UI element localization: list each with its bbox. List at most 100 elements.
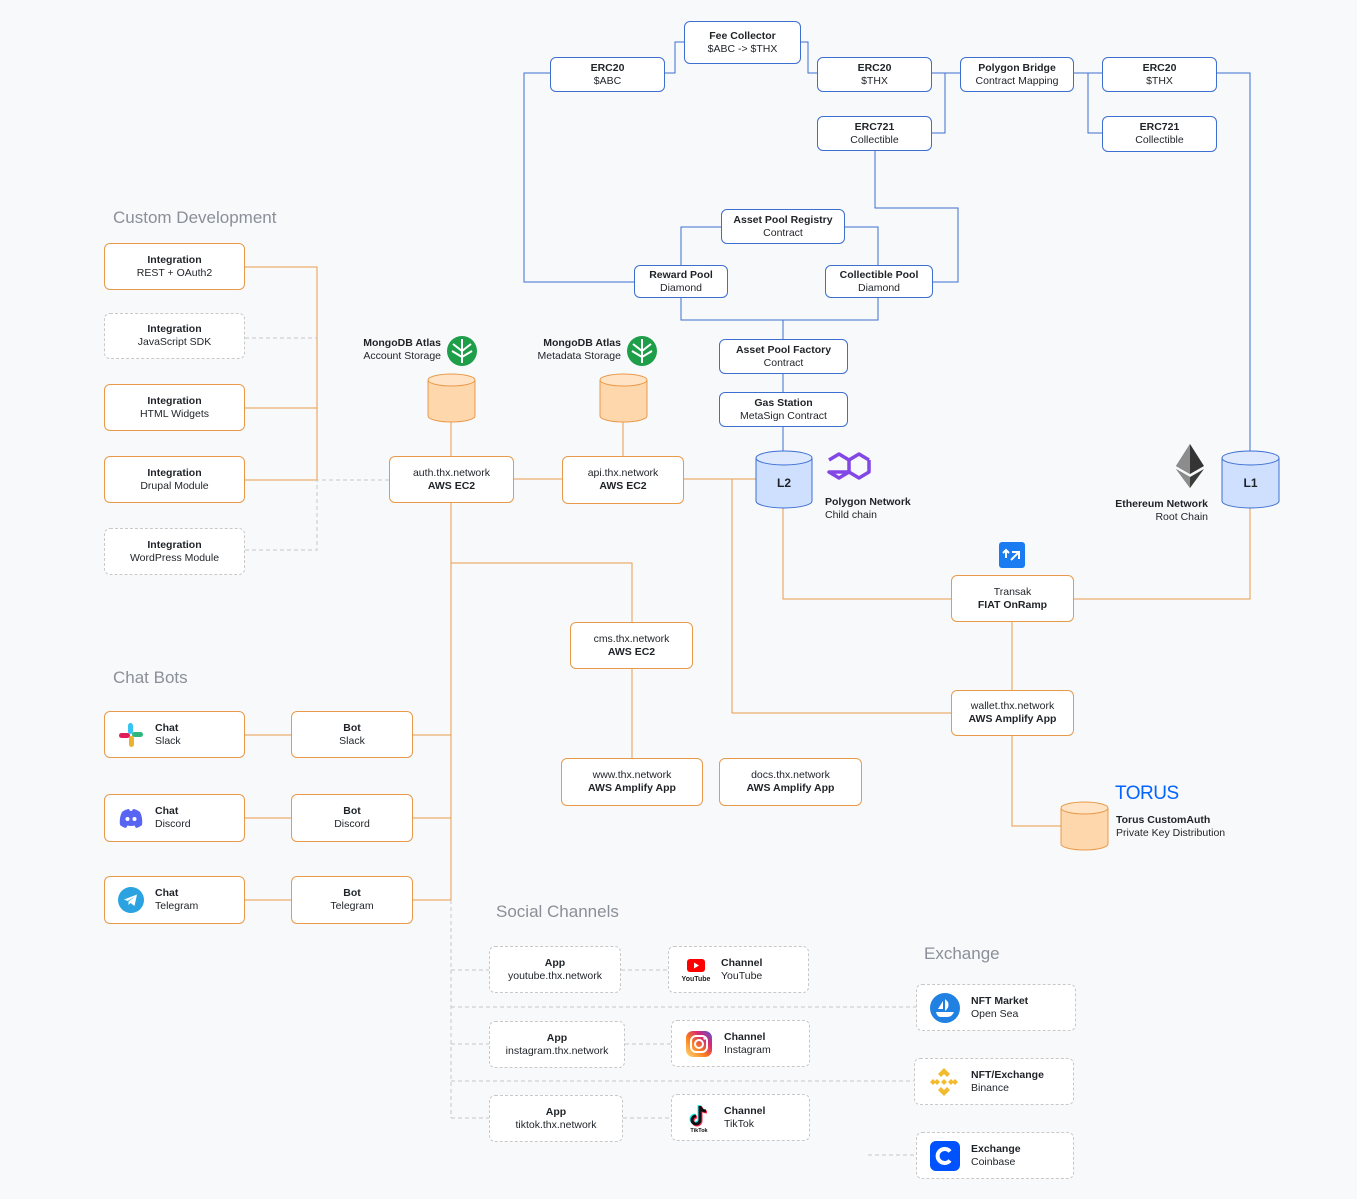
- server-type: AWS EC2: [607, 645, 656, 658]
- transak-icon: [999, 542, 1025, 568]
- server-type: AWS Amplify App: [746, 782, 835, 794]
- bot-telegram[interactable]: Bot Telegram: [291, 876, 413, 924]
- integration-rest-oauth2[interactable]: Integration REST + OAuth2: [104, 243, 245, 290]
- server-host: cms.thx.network: [593, 632, 670, 645]
- asset-pool-factory-contract[interactable]: Asset Pool Factory Contract: [719, 339, 848, 374]
- slack-icon: [119, 722, 143, 747]
- box-subtitle: Contract: [763, 226, 803, 239]
- box-title: Asset Pool Registry: [733, 213, 833, 226]
- erc20-abc-contract[interactable]: ERC20 $ABC: [550, 57, 665, 92]
- erc20-thx-root-contract[interactable]: ERC20 $THX: [1102, 57, 1217, 92]
- wallet-app[interactable]: wallet.thx.network AWS Amplify App: [951, 690, 1074, 736]
- server-type: AWS EC2: [599, 480, 647, 492]
- box-title: Chat: [155, 721, 179, 734]
- box-subtitle: Contract: [763, 356, 804, 369]
- server-host: Transak: [993, 585, 1032, 598]
- fee-collector-contract[interactable]: Fee Collector $ABC -> $THX: [684, 21, 801, 64]
- transak-onramp[interactable]: Transak FIAT OnRamp: [951, 575, 1074, 622]
- box-title: Exchange: [971, 1142, 1021, 1155]
- torus-title: Torus CustomAuth: [1116, 814, 1211, 826]
- box-title: ERC20: [590, 61, 625, 74]
- collectible-pool-diamond[interactable]: Collectible Pool Diamond: [825, 265, 933, 298]
- mongo-subtitle: Metadata Storage: [537, 350, 621, 362]
- section-custom-development: Custom Development: [113, 208, 277, 227]
- box-title: ERC721: [854, 120, 895, 133]
- box-subtitle: $ABC -> $THX: [707, 42, 778, 55]
- cms-server[interactable]: cms.thx.network AWS EC2: [570, 622, 693, 669]
- torus-database-icon: [1060, 801, 1109, 851]
- reward-pool-diamond[interactable]: Reward Pool Diamond: [634, 265, 728, 298]
- app-instagram[interactable]: App instagram.thx.network: [489, 1021, 625, 1068]
- box-subtitle: Open Sea: [971, 1007, 1019, 1020]
- metadata-storage-database-icon: [599, 373, 648, 423]
- box-subtitle: Discord: [155, 818, 191, 830]
- box-subtitle: Discord: [334, 818, 370, 830]
- box-subtitle: WordPress Module: [129, 551, 220, 564]
- box-subtitle: MetaSign Contract: [740, 409, 827, 422]
- server-host: docs.thx.network: [751, 769, 830, 781]
- section-chat-bots: Chat Bots: [113, 668, 188, 687]
- api-server[interactable]: api.thx.network AWS EC2: [562, 456, 684, 504]
- box-subtitle: instagram.thx.network: [505, 1044, 609, 1057]
- network-subtitle: Child chain: [825, 509, 877, 521]
- box-title: Channel: [721, 956, 763, 969]
- network-title: Ethereum Network: [1115, 498, 1208, 510]
- docs-app[interactable]: docs.thx.network AWS Amplify App: [719, 758, 862, 806]
- network-title: Polygon Network: [825, 496, 911, 508]
- box-title: Chat: [155, 805, 179, 817]
- server-type: AWS Amplify App: [588, 782, 676, 794]
- box-subtitle: $ABC: [593, 74, 622, 87]
- telegram-icon: [118, 887, 144, 913]
- l2-chain[interactable]: L2: [755, 450, 813, 510]
- box-title: App: [546, 1031, 568, 1044]
- app-tiktok[interactable]: App tiktok.thx.network: [489, 1095, 623, 1142]
- integration-html-widgets[interactable]: Integration HTML Widgets: [104, 384, 245, 431]
- polygon-bridge-contract[interactable]: Polygon Bridge Contract Mapping: [960, 57, 1074, 92]
- mongo-title: MongoDB Atlas: [543, 337, 621, 349]
- l1-chain[interactable]: L1: [1221, 450, 1280, 510]
- box-title: Reward Pool: [649, 268, 713, 281]
- box-title: Chat: [155, 887, 179, 899]
- opensea-icon: [930, 992, 960, 1023]
- ethereum-icon: [1176, 444, 1204, 488]
- asset-pool-registry-contract[interactable]: Asset Pool Registry Contract: [721, 209, 845, 244]
- box-title: Polygon Bridge: [978, 61, 1056, 74]
- svg-text:TikTok: TikTok: [690, 1128, 708, 1133]
- erc20-thx-child-contract[interactable]: ERC20 $THX: [817, 57, 932, 92]
- box-subtitle: YouTube: [721, 969, 763, 982]
- section-exchange: Exchange: [924, 944, 1000, 963]
- integration-javascript-sdk[interactable]: Integration JavaScript SDK: [104, 313, 245, 359]
- box-subtitle: youtube.thx.network: [508, 969, 602, 982]
- box-title: App: [544, 956, 566, 969]
- server-host: auth.thx.network: [412, 466, 491, 479]
- bot-discord[interactable]: Bot Discord: [291, 794, 413, 842]
- integration-drupal-module[interactable]: Integration Drupal Module: [104, 456, 245, 503]
- app-youtube[interactable]: App youtube.thx.network: [489, 946, 621, 993]
- box-subtitle: tiktok.thx.network: [515, 1118, 597, 1131]
- box-subtitle: Collectible: [850, 133, 899, 146]
- box-subtitle: Slack: [155, 734, 181, 747]
- svg-text:YouTube: YouTube: [682, 976, 711, 983]
- server-type: AWS Amplify App: [968, 713, 1057, 725]
- www-app[interactable]: www.thx.network AWS Amplify App: [561, 758, 703, 806]
- erc721-child-contract[interactable]: ERC721 Collectible: [817, 116, 932, 151]
- mongo-title: MongoDB Atlas: [363, 337, 441, 349]
- box-subtitle: Collectible: [1135, 134, 1184, 146]
- erc721-root-contract[interactable]: ERC721 Collectible: [1102, 116, 1217, 152]
- integration-wordpress-module[interactable]: Integration WordPress Module: [104, 528, 245, 575]
- server-type: FIAT OnRamp: [977, 598, 1048, 611]
- auth-server[interactable]: auth.thx.network AWS EC2: [389, 456, 514, 503]
- bot-slack[interactable]: Bot Slack: [291, 711, 413, 758]
- gas-station-contract[interactable]: Gas Station MetaSign Contract: [719, 392, 848, 427]
- box-title: Bot: [343, 805, 361, 817]
